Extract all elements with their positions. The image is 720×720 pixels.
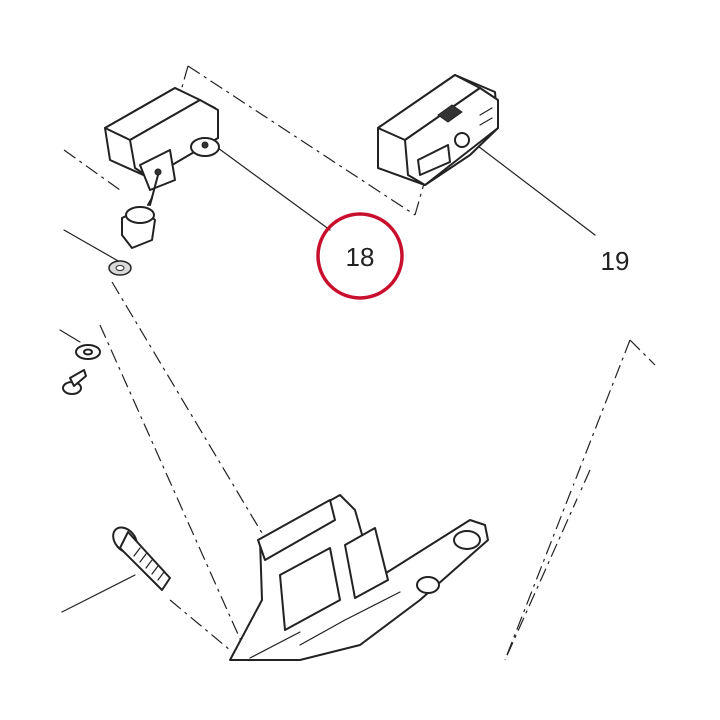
mounting-frame bbox=[229, 494, 489, 661]
leader-lines bbox=[59, 139, 596, 613]
lock-washer bbox=[108, 260, 132, 276]
highlight-circle bbox=[316, 212, 404, 300]
grommet-spacer bbox=[121, 197, 156, 249]
callout-label-18: 18 bbox=[346, 242, 375, 272]
bolt bbox=[112, 526, 171, 591]
callout-label-19: 19 bbox=[601, 246, 630, 276]
small-screw bbox=[62, 369, 87, 395]
flat-washer bbox=[75, 344, 101, 360]
bracket-part-19 bbox=[377, 74, 499, 186]
cable-connector-housing bbox=[104, 87, 220, 206]
assembly-guide-lines bbox=[63, 65, 656, 661]
cable-part-18 bbox=[183, 148, 662, 632]
